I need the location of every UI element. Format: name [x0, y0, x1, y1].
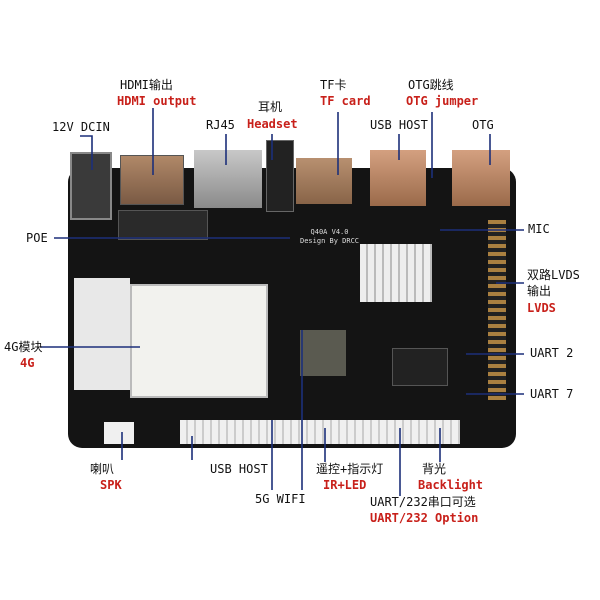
irled-label-en: IR+LED — [323, 478, 367, 492]
uart7-label: UART 7 — [530, 387, 574, 401]
wifi-chip — [300, 330, 346, 376]
usb-host-port — [370, 150, 426, 206]
tf-label: TF卡 — [320, 78, 347, 92]
dc-jack — [70, 152, 112, 220]
bottom-connectors — [180, 420, 460, 444]
usb-host-bottom-label: USB HOST — [210, 462, 268, 476]
wifi-label: 5G WIFI — [255, 492, 306, 506]
rj45-label: RJ45 — [206, 118, 235, 132]
hdmi-label: HDMI输出 — [120, 78, 173, 92]
headset-label-en: Headset — [247, 117, 298, 131]
otg-jumper-label-en: OTG jumper — [406, 94, 479, 108]
dcin-label: 12V DCIN — [52, 120, 110, 134]
uart232-label-en: UART/232 Option — [370, 511, 479, 525]
ram-chip — [392, 348, 448, 386]
heatsink — [360, 244, 432, 302]
silkscreen-design: Design By DRCC — [300, 237, 360, 245]
tf-label-en: TF card — [320, 94, 371, 108]
lvds-label-en: LVDS — [527, 301, 556, 315]
spk-label: 喇叭 — [90, 462, 115, 476]
headset-label: 耳机 — [258, 100, 283, 114]
header-strip — [118, 210, 208, 240]
silkscreen-model: Q40A V4.0 — [310, 228, 349, 236]
backlight-label-en: Backlight — [418, 478, 484, 492]
uart2-label: UART 2 — [530, 346, 574, 360]
module-4g-label-en: 4G — [20, 356, 35, 370]
hdmi-label-en: HDMI output — [117, 94, 197, 108]
module-4g-label: 4G模块 — [4, 340, 43, 354]
rj45-port — [194, 150, 262, 208]
module-4g-carrier — [74, 278, 130, 390]
lvds-label: 双路LVDS — [527, 268, 580, 282]
headset-jack — [266, 140, 294, 212]
otg-label: OTG — [472, 118, 494, 132]
hdmi-port — [120, 155, 184, 205]
backlight-label: 背光 — [422, 462, 447, 476]
mic-label: MIC — [528, 222, 550, 236]
usb-host-top-label: USB HOST — [370, 118, 428, 132]
module-4g — [130, 284, 268, 398]
spk-label-en: SPK — [100, 478, 122, 492]
otg-jumper-label: OTG跳线 — [408, 78, 454, 92]
otg-port — [452, 150, 510, 206]
poe-label: POE — [26, 231, 48, 245]
spk-connector — [104, 422, 134, 444]
lvds-label-2: 输出 — [527, 284, 552, 298]
irled-label: 遥控+指示灯 — [316, 462, 384, 476]
lvds-header — [488, 220, 506, 400]
uart232-label: UART/232串口可选 — [370, 495, 476, 509]
tf-slot — [296, 158, 352, 204]
silkscreen: Q40A V4.0 Design By DRCC — [300, 228, 359, 246]
